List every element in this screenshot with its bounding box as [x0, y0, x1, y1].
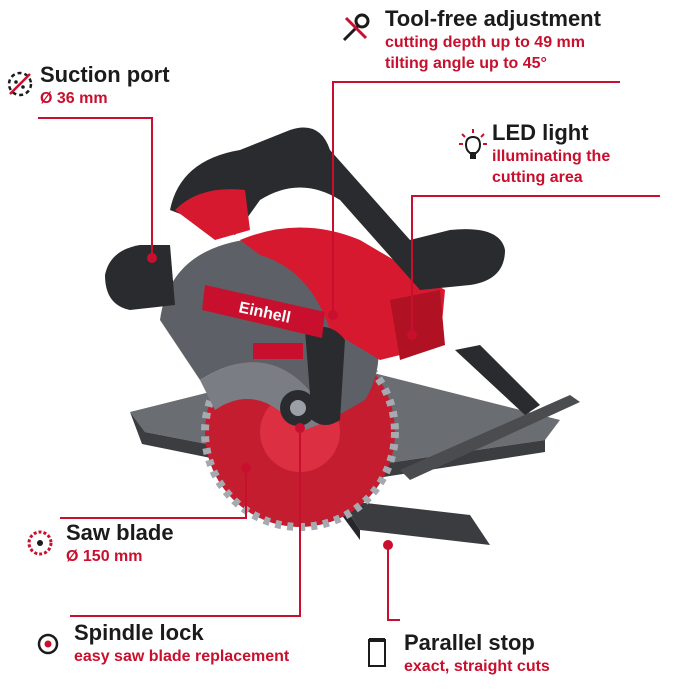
circular-saw-image: Einhell [105, 127, 580, 545]
callout-tool-free: Tool-free adjustment cutting depth up to… [385, 6, 601, 74]
callout-detail: easy saw blade replacement [74, 648, 290, 665]
callout-saw-blade: Saw blade Ø 150 mm [66, 520, 174, 567]
callout-leader-lines [38, 81, 660, 621]
spindle-lock-icon [36, 632, 66, 662]
callout-detail: illuminating the [492, 148, 611, 165]
leader-line-spindle [70, 428, 301, 617]
dust-extraction-icon [4, 68, 34, 98]
callout-detail: Ø 150 mm [66, 548, 143, 565]
callout-title: Spindle lock [74, 620, 204, 645]
wrench-screwdriver-icon [340, 12, 370, 42]
callout-title: Tool-free adjustment [385, 6, 601, 31]
callout-detail: tilting angle up to 45° [385, 55, 547, 72]
callout-spindle-lock: Spindle lock easy saw blade replacement [74, 620, 289, 667]
callout-title: Parallel stop [404, 630, 535, 655]
parallel-stop-icon [365, 636, 395, 667]
leader-line-led [411, 195, 660, 335]
callout-led-light: LED light illuminating the cutting area [492, 120, 610, 188]
callout-title: LED light [492, 120, 589, 145]
callout-detail: cutting depth up to 49 mm [385, 34, 585, 51]
leader-line-suction [38, 117, 153, 258]
callout-title: Suction port [40, 62, 170, 87]
leader-line-tool-free [332, 81, 620, 315]
leader-line-parallel [387, 545, 400, 621]
led-bulb-icon [458, 128, 488, 159]
saw-blade-icon [24, 527, 54, 557]
callout-detail: cutting area [492, 169, 583, 186]
callout-detail: exact, straight cuts [404, 658, 550, 675]
callout-parallel-stop: Parallel stop exact, straight cuts [404, 630, 550, 677]
callout-title: Saw blade [66, 520, 174, 545]
leader-line-saw-blade [60, 468, 247, 519]
callout-suction-port: Suction port Ø 36 mm [40, 62, 170, 109]
callout-detail: Ø 36 mm [40, 90, 108, 107]
